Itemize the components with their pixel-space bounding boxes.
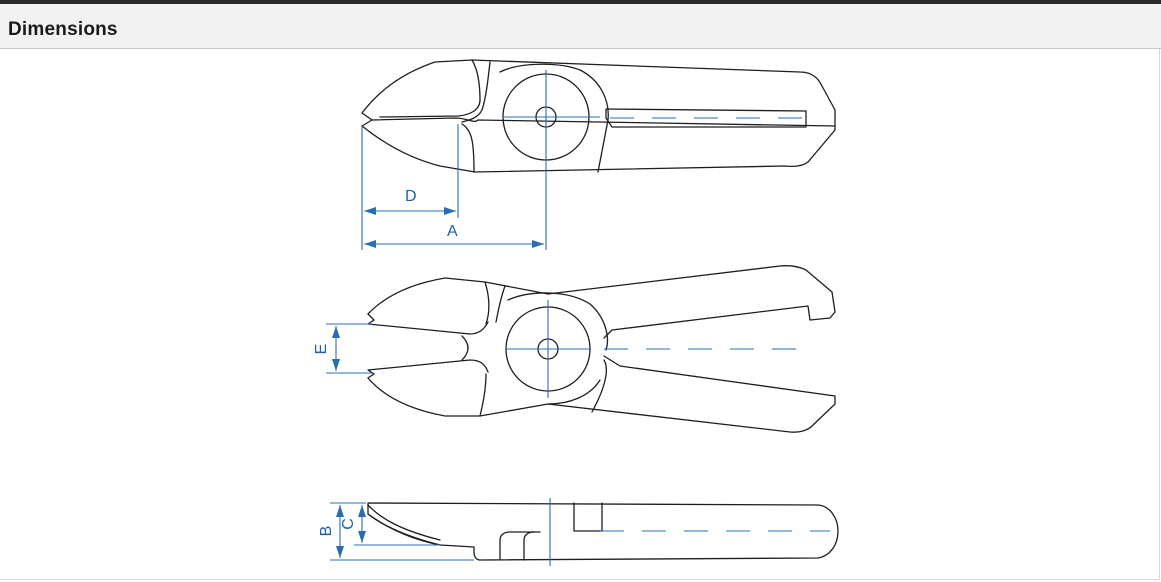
- bottom-view-jaw-face: [367, 504, 441, 541]
- top-accent-bar: [0, 0, 1161, 4]
- middle-view-upper-jaw-step-inner: [495, 285, 506, 323]
- dimension-e-arrow-top: [332, 326, 340, 338]
- middle-view-lower-jaw-edge: [367, 359, 489, 379]
- dimension-a-label: A: [447, 223, 458, 240]
- dimension-d-arrow-left: [364, 207, 376, 215]
- bottom-view-side-profile: B C: [318, 498, 839, 566]
- top-view-jaw-step-inner: [461, 61, 491, 123]
- bottom-view-upper-step: [573, 502, 603, 532]
- bottom-view-lower-step-outer: [499, 531, 541, 561]
- dimension-c-arrow-bottom: [358, 531, 366, 543]
- section-header: Dimensions: [0, 4, 1161, 48]
- section-title: Dimensions: [8, 19, 118, 40]
- middle-view-upper-arm-outline: [367, 264, 836, 339]
- middle-view-pivot-housing: [507, 292, 609, 351]
- top-view-jaw-lower: [461, 123, 475, 173]
- dimension-e-arrow-bottom: [332, 359, 340, 371]
- dimension-a-arrow-left: [364, 240, 376, 248]
- top-view-jaw-line: [371, 117, 836, 127]
- middle-view-pivot-housing-lower: [547, 379, 601, 405]
- dimension-c-arrow-top: [358, 505, 366, 517]
- dimension-d-label: D: [405, 188, 417, 205]
- dimension-d-arrow-right: [444, 207, 456, 215]
- header-divider: [0, 48, 1161, 49]
- middle-view-jaw-gap: [461, 335, 469, 361]
- dimension-b-arrow-bottom: [336, 546, 344, 558]
- dimension-b-arrow-top: [336, 505, 344, 517]
- dimension-e-label: E: [313, 344, 330, 355]
- top-view-jaw-step: [379, 59, 481, 118]
- middle-view-upper-jaw-step: [484, 281, 490, 325]
- dimension-c-label: C: [340, 518, 357, 530]
- bottom-view-jaw-bevel: [367, 513, 441, 546]
- top-view-outline: [361, 59, 836, 173]
- top-view-closed-cutter: D A: [361, 59, 836, 250]
- middle-view-lower-arm-outline: [367, 355, 836, 433]
- drawing-frame: [0, 49, 1160, 580]
- bottom-view-lower-step-inner: [523, 531, 535, 561]
- middle-view-open-cutter: E: [313, 264, 836, 433]
- middle-view-lower-jaw-step: [479, 373, 487, 417]
- middle-view-upper-jaw-edge: [367, 313, 489, 335]
- top-view-pivot-housing: [499, 63, 609, 173]
- dimension-b-label: B: [318, 526, 335, 537]
- dimension-a-arrow-right: [532, 240, 544, 248]
- top-view-handle-slot: [605, 108, 807, 128]
- middle-view-lower-handle-step: [591, 359, 607, 413]
